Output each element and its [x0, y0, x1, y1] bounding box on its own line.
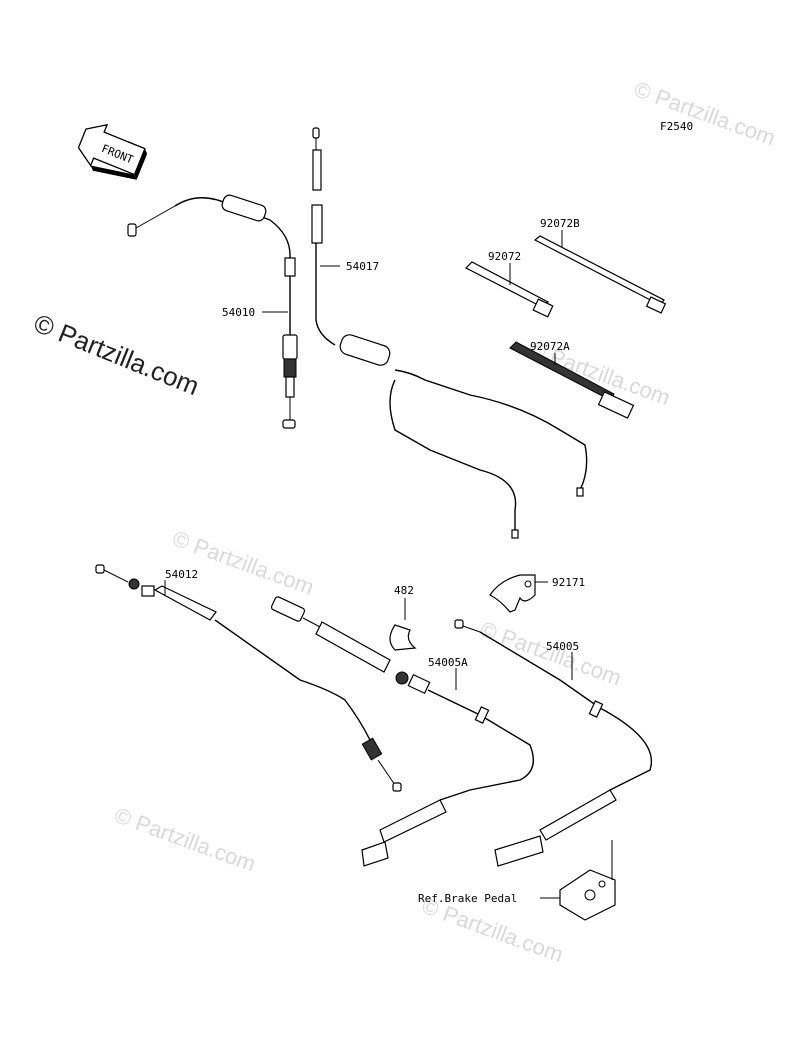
watermark-main: © Partzilla.com	[30, 308, 204, 401]
part-label-54012: 54012	[165, 568, 198, 581]
part-label-92072a: 92072A	[530, 340, 570, 353]
cable-54010	[127, 194, 298, 429]
brake-pedal-ref	[559, 869, 616, 921]
clip-482	[389, 624, 417, 651]
cable-tie-92072b	[533, 235, 667, 314]
ref-brake-pedal-label: Ref.Brake Pedal	[418, 892, 517, 905]
cable-54012	[95, 564, 402, 792]
bracket-92171	[489, 574, 536, 613]
part-label-54005a: 54005A	[428, 656, 468, 669]
cable-54005	[454, 619, 652, 867]
part-label-54017: 54017	[346, 260, 379, 273]
part-label-482: 482	[394, 584, 414, 597]
part-label-92171: 92171	[552, 576, 585, 589]
cable-54017	[311, 127, 588, 539]
cable-tie-92072	[464, 261, 554, 318]
cable-tie-92072a	[509, 341, 635, 419]
part-label-92072b: 92072B	[540, 217, 580, 230]
part-label-54005: 54005	[546, 640, 579, 653]
part-label-54010: 54010	[222, 306, 255, 319]
watermark: © Partzilla.com	[111, 802, 259, 876]
watermark: © Partzilla.com	[169, 526, 317, 600]
figure-code: F2540	[660, 120, 693, 133]
watermark: © Partzilla.com	[477, 616, 625, 690]
front-arrow-icon: FRONT	[77, 123, 148, 180]
watermark: © Partzilla.com	[631, 76, 779, 150]
part-label-92072: 92072	[488, 250, 521, 263]
cable-54005a	[270, 596, 534, 867]
